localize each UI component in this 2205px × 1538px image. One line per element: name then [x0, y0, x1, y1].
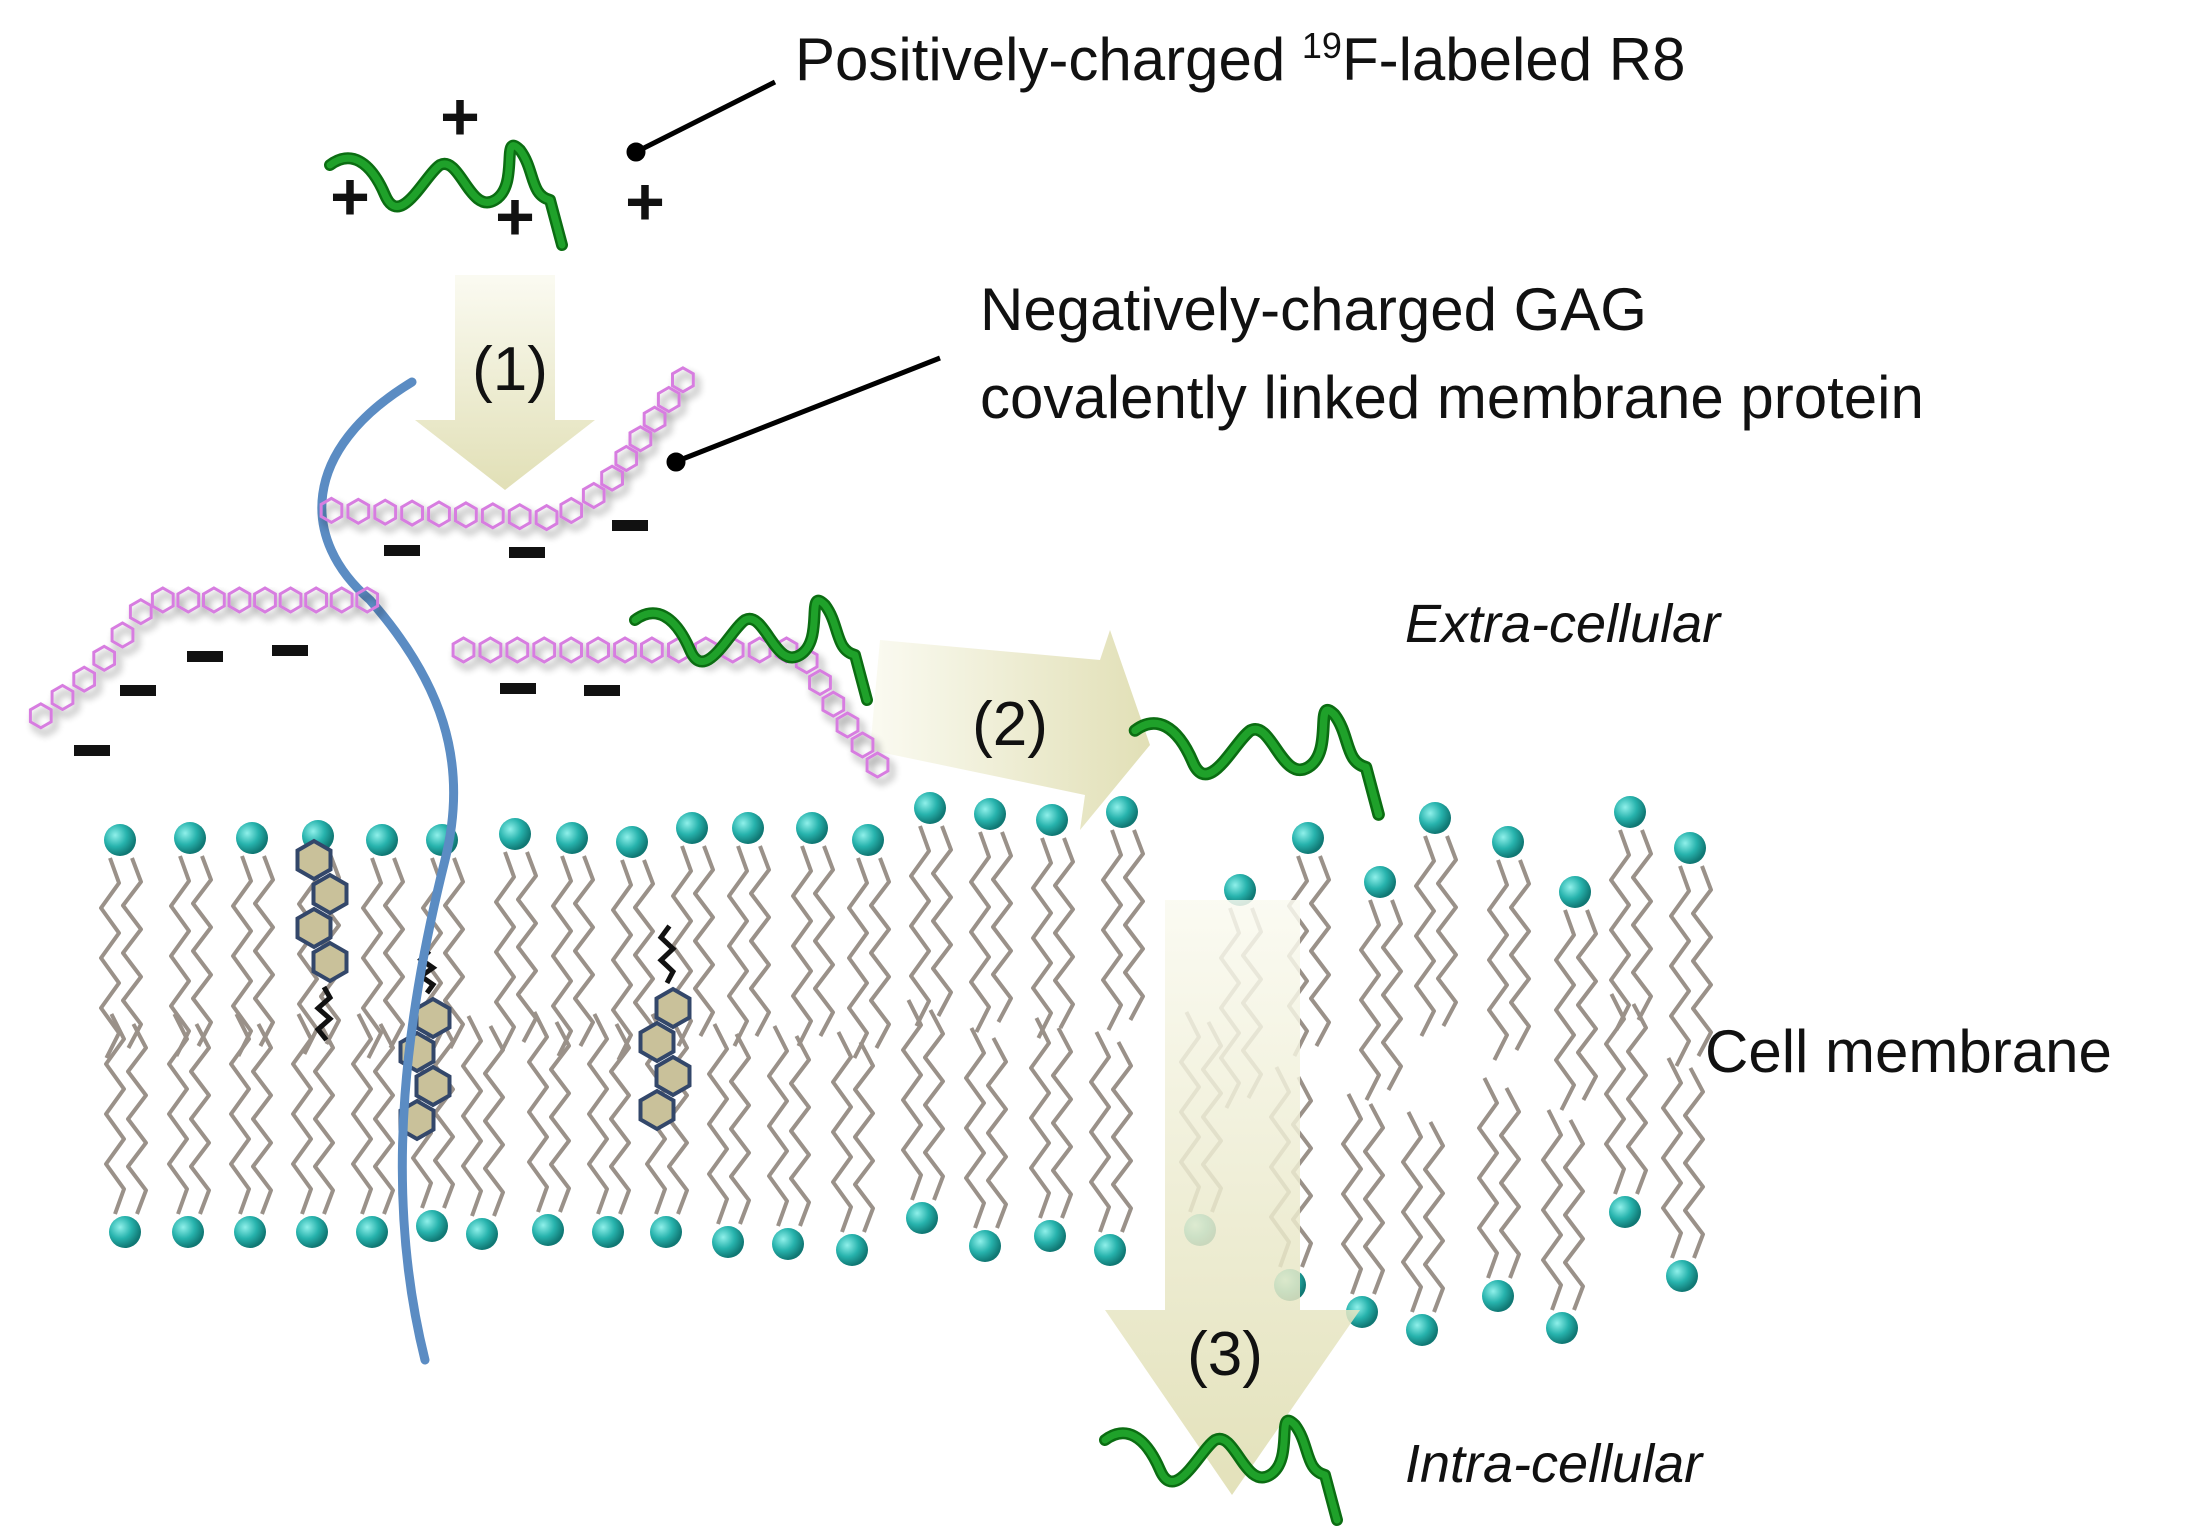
- arrow-step-2: [870, 630, 1150, 830]
- peptide-free: [324, 139, 568, 251]
- intracellular-label: Intra-cellular: [1405, 1434, 1704, 1494]
- negative-charge-sign: [612, 520, 648, 531]
- step-3-label: (3): [1187, 1320, 1263, 1389]
- peptide-pointer-dot: [626, 142, 646, 162]
- gag-pointer-line: [679, 355, 941, 463]
- lipid-outer: [231, 822, 275, 1057]
- negative-charge-sign: [584, 685, 620, 696]
- gag-chain-right: [451, 636, 890, 779]
- lipid-outer: [551, 822, 595, 1057]
- lipid-inner: [964, 1027, 1008, 1262]
- lipid-inner: [1029, 1017, 1073, 1252]
- lipid-outer: [611, 826, 655, 1061]
- sterol-molecules: [295, 838, 692, 1142]
- gag-chain-left: [28, 586, 380, 730]
- arrow-step-1: [415, 275, 595, 490]
- lipid-inner: [1477, 1077, 1521, 1312]
- lipid-outer: [727, 812, 771, 1047]
- sterol: [295, 838, 349, 1042]
- lipid-inner: [527, 1011, 571, 1246]
- gag-label-line2: covalently linked membrane protein: [980, 364, 1924, 431]
- positive-charge-sign: +: [330, 159, 370, 235]
- lipid-inner: [351, 1013, 395, 1248]
- extracellular-label: Extra-cellular: [1405, 594, 1722, 654]
- lipid-outer: [99, 824, 143, 1059]
- negative-charge-sign: [500, 683, 536, 694]
- positive-charge-sign: +: [625, 164, 665, 240]
- lipid-inner: [1401, 1111, 1445, 1346]
- negative-charge-sign: [272, 645, 308, 656]
- lipid-inner: [167, 1013, 211, 1248]
- negative-charge-sign: [74, 745, 110, 756]
- lipid-inner: [1661, 1057, 1705, 1292]
- gag-pointer-dot: [666, 452, 686, 472]
- lipid-inner: [461, 1015, 505, 1250]
- lipid-outer: [1487, 826, 1531, 1061]
- lipid-outer: [494, 818, 538, 1053]
- lipid-inner: [1541, 1109, 1585, 1344]
- pointer-lines: [626, 79, 941, 472]
- peptide-label-superscript: 19: [1302, 25, 1342, 66]
- lipid-outer: [1359, 866, 1403, 1101]
- lipid-outer: [1101, 796, 1145, 1031]
- lipid-inner: [707, 1023, 751, 1258]
- peptide-label-prefix: Positively-charged: [795, 26, 1302, 93]
- lipid-outer: [909, 792, 953, 1027]
- lipid-outer: [361, 824, 405, 1059]
- lipid-inner: [104, 1013, 148, 1248]
- positive-charge-sign: +: [440, 79, 480, 155]
- step-1-label: (1): [472, 335, 548, 404]
- lipid-outer: [1554, 876, 1598, 1111]
- lipid-outer: [169, 822, 213, 1057]
- peptide-membrane-surface: [1128, 703, 1385, 821]
- lipid-bilayer: [99, 792, 1713, 1346]
- charge-signs: ++++: [74, 79, 665, 756]
- sterol: [638, 924, 692, 1132]
- arrow-step-3: [1105, 900, 1360, 1495]
- negative-charge-sign: [509, 547, 545, 558]
- gag-chain-upper: [319, 366, 695, 532]
- lipid-inner: [1341, 1093, 1385, 1328]
- gag-label-line1: Negatively-charged GAG: [980, 276, 1647, 343]
- lipid-inner: [767, 1025, 811, 1260]
- peptide-intracellular: [1099, 1414, 1343, 1526]
- cell-membrane-label: Cell membrane: [1705, 1018, 2112, 1085]
- lipid-outer: [1031, 804, 1075, 1039]
- lipid-inner: [587, 1013, 631, 1248]
- negative-charge-sign: [384, 545, 420, 556]
- lipid-inner: [831, 1031, 875, 1266]
- peptide-pointer-line: [638, 79, 777, 153]
- peptide-bound-gag: [629, 594, 873, 706]
- lipid-inner: [229, 1013, 273, 1248]
- lipid-inner: [901, 999, 945, 1234]
- lipid-inner: [1089, 1031, 1133, 1266]
- peptide-label-suffix: F-labeled R8: [1342, 26, 1686, 93]
- lipid-outer: [1669, 832, 1713, 1067]
- lipid-inner: [1604, 993, 1648, 1228]
- lipid-outer: [1609, 796, 1653, 1031]
- r8-peptides: [324, 139, 1385, 1526]
- lipid-inner: [291, 1013, 335, 1248]
- lipid-outer: [969, 798, 1013, 1033]
- lipid-outer: [791, 812, 835, 1047]
- negative-charge-sign: [120, 685, 156, 696]
- peptide-label: Positively-charged 19F-labeled R8: [795, 25, 1685, 93]
- step-2-label: (2): [972, 690, 1048, 759]
- lipid-outer: [847, 824, 891, 1059]
- lipid-outer: [1414, 802, 1458, 1037]
- negative-charge-sign: [187, 651, 223, 662]
